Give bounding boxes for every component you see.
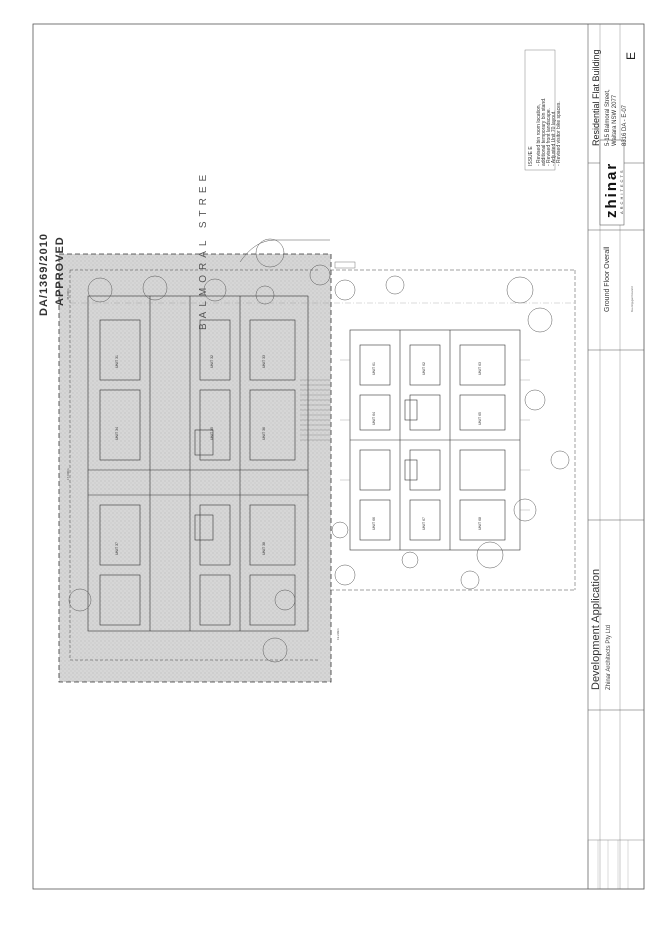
unit-label: UNIT 32 — [210, 355, 214, 368]
unit-label: UNIT 38 — [262, 542, 266, 555]
issue-note: - Revised visitor bike spaces. — [556, 101, 562, 166]
unit-label: UNIT 64 — [372, 412, 376, 425]
firm-logo: zhinar — [603, 161, 620, 218]
project-address-line2: Waitara NSW 2077 — [612, 94, 618, 146]
issue-label: ISSUE E — [528, 146, 534, 166]
firm-logo-sub: ARCHITECTS — [619, 168, 624, 214]
unit-label: UNIT 33 — [262, 355, 266, 368]
street-label: BALMORAL STREE — [198, 169, 209, 330]
dimension-label: 45.000m — [66, 288, 70, 300]
dimension-label: 19.299m — [336, 628, 340, 640]
unit-label: UNIT 34 — [115, 427, 119, 440]
sheet-frame — [32, 23, 645, 890]
project-address-line1: 5-15 Balmoral Street, — [605, 89, 611, 146]
unit-label: UNIT 67 — [422, 517, 426, 530]
approval-status: APPROVED — [54, 236, 66, 306]
unit-label: UNIT 65 — [478, 412, 482, 425]
revision-letter: E — [624, 51, 638, 60]
council-name: Ku-ring-gai Council — [630, 286, 634, 312]
unit-label: UNIT 35 — [210, 427, 214, 440]
project-name: Residential Flat Building — [591, 49, 601, 146]
unit-label: UNIT 31 — [115, 355, 119, 368]
architect-line: Zhinar Architects Pty Ltd — [606, 624, 612, 690]
unit-label: UNIT 66 — [372, 517, 376, 530]
unit-label: UNIT 63 — [478, 362, 482, 375]
sheet-title: Ground Floor Overall — [604, 246, 611, 312]
application-title: Development Application — [590, 568, 602, 690]
unit-label: UNIT 61 — [372, 362, 376, 375]
approval-da-number: DA/1369/2010 — [38, 233, 50, 316]
unit-label: UNIT 36 — [262, 427, 266, 440]
unit-label: UNIT 37 — [115, 542, 119, 555]
unit-label: UNIT 68 — [478, 517, 482, 530]
dimension-label: 17.000m — [66, 468, 70, 480]
approved-area — [58, 253, 332, 683]
trees — [68, 238, 570, 663]
drawing-number: 8316 DA - E-07 — [622, 104, 628, 146]
unit-label: UNIT 62 — [422, 362, 426, 375]
